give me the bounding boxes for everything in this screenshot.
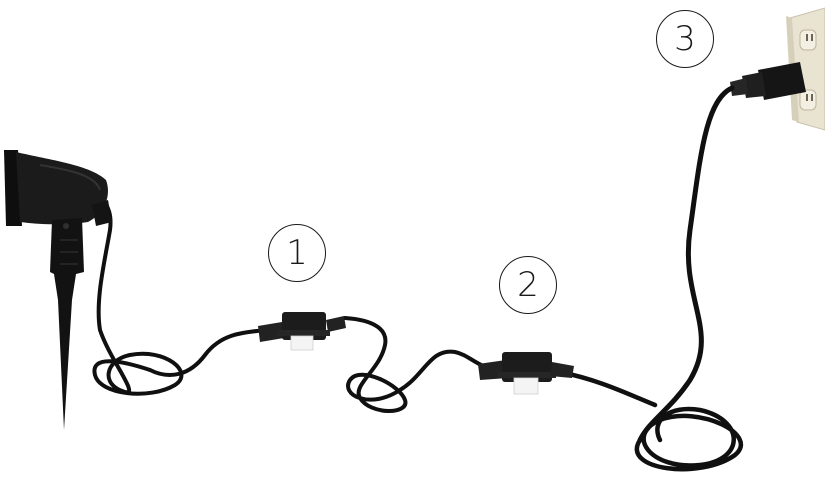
ground-stake-icon [50,218,84,430]
step-number: 2 [517,268,539,302]
waterproof-connector-icon [258,312,346,350]
waterproof-connector-icon [478,352,574,394]
step-number: 3 [674,22,696,56]
step-number: 1 [286,236,308,270]
step-badge-3: 3 [656,10,714,68]
power-cable-icon [94,88,740,469]
step-badge-2: 2 [499,256,557,314]
spotlight-icon [4,150,112,226]
step-badge-1: 1 [268,224,326,282]
